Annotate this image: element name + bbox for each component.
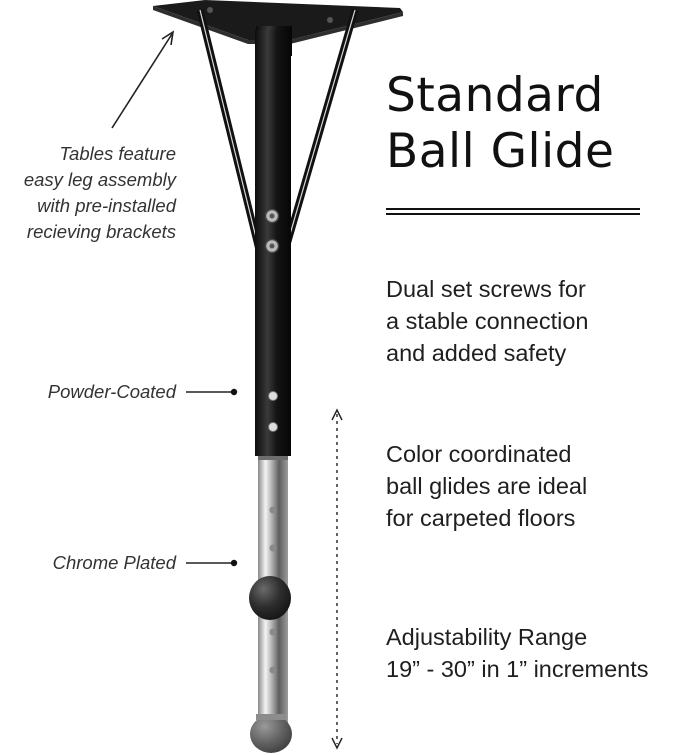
callout-text-line: with pre-installed [37,195,176,216]
title-divider-bottom [386,213,640,215]
adjustment-holes [268,391,278,432]
feature-text-line: Color coordinated [386,441,572,467]
product-title: Standard Ball Glide [386,68,614,180]
callout-text-line: easy leg assembly [23,169,176,190]
chrome-plated-leader [186,559,238,567]
height-ball [249,576,291,620]
feature-text-line: Dual set screws for [386,276,586,302]
feature-text-line: Adjustability Range [386,624,588,650]
callout-text-line: recieving brackets [26,221,176,242]
feature-text-line: for carpeted floors [386,505,576,531]
feature-ball-glides: Color coordinated ball glides are ideal … [386,438,587,534]
ball-glide-foot [250,714,292,753]
title-divider-top [386,208,640,210]
powder-coated-leader [186,388,238,396]
feature-text-line: 19” - 30” in 1” increments [386,656,649,682]
feature-adjustability: Adjustability Range 19” - 30” in 1” incr… [386,621,649,685]
feature-text-line: and added safety [386,340,567,366]
title-line-2: Ball Glide [386,124,615,179]
adjustability-dimension-arrow [331,408,343,750]
set-screws [264,208,280,254]
title-line-1: Standard [386,68,604,123]
callout-brackets: Tables feature easy leg assembly with pr… [24,141,176,245]
callout-text-line: Tables feature [59,143,176,164]
bracket-pointer-arrow [111,30,175,129]
feature-set-screws: Dual set screws for a stable connection … [386,273,589,369]
feature-text-line: ball glides are ideal [386,473,588,499]
feature-text-line: a stable connection [386,308,589,334]
callout-chrome-plated: Chrome Plated [52,552,176,573]
callout-powder-coated: Powder-Coated [47,381,176,402]
